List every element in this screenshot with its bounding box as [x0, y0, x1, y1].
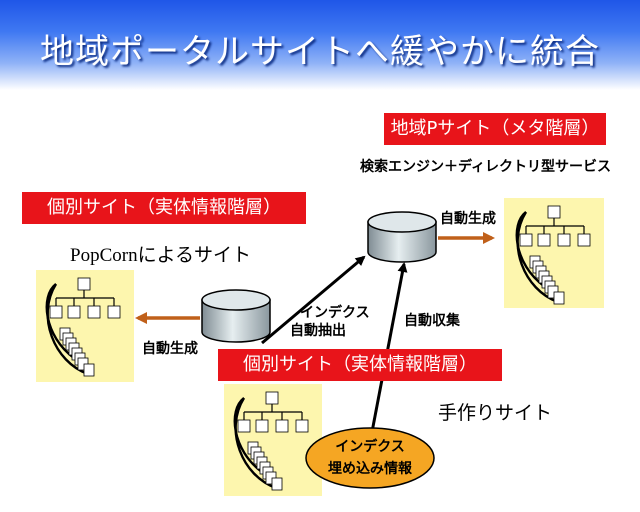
- handmade-site-text: 手作りサイト: [438, 402, 553, 424]
- individual-site-label-1: 個別サイト（実体情報階層）: [22, 192, 306, 224]
- site-tree-icon: [233, 390, 310, 492]
- database-icon: [367, 211, 437, 263]
- auto-collect-text: 自動収集: [404, 313, 460, 329]
- page-title: 地域ポータルサイトへ緩やかに統合: [40, 32, 600, 72]
- popcorn-site-text: PopCornによるサイト: [70, 245, 251, 266]
- index-embedded-ellipse: [305, 427, 435, 489]
- site-tree-icon: [515, 204, 592, 306]
- search-service-text: 検索エンジン＋ディレクトリ型サービス: [360, 159, 612, 175]
- arrow-icon: [370, 262, 408, 433]
- individual-site-label-2: 個別サイト（実体情報階層）: [218, 349, 502, 381]
- embedded-index-text: インデクス 埋め込み情報: [306, 436, 434, 480]
- auto-generate-left-text: 自動生成: [142, 341, 198, 357]
- database-icon: [201, 289, 271, 343]
- index-auto-extract-text-1: インデクス: [300, 305, 370, 321]
- site-tree-icon: [45, 276, 122, 378]
- title-bar: [0, 0, 640, 90]
- auto-generate-right-text: 自動生成: [440, 211, 496, 227]
- embedded-index-line-2: 埋め込み情報: [328, 461, 412, 477]
- arrow-icon: [261, 255, 366, 345]
- embedded-index-line-1: インデクス: [335, 439, 405, 455]
- index-auto-extract-text-2: 自動抽出: [290, 323, 346, 339]
- meta-site-label: 地域Pサイト（メタ階層）: [384, 113, 606, 145]
